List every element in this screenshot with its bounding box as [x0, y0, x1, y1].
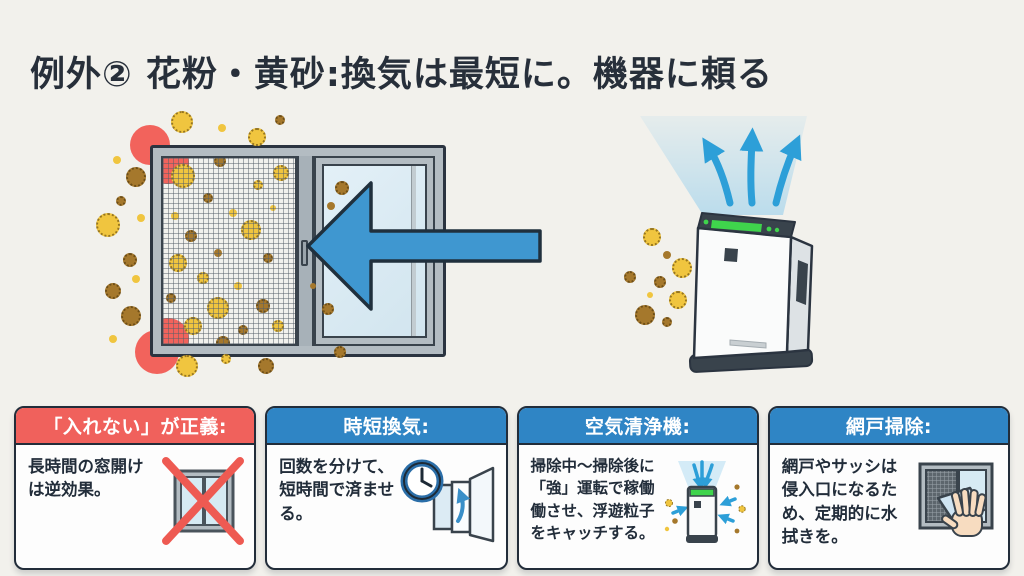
window-handle: [301, 239, 308, 266]
pollen-particle: [275, 115, 285, 125]
pollen-particle: [643, 228, 661, 246]
clean-air-arrows: [702, 127, 802, 207]
pollen-particle: [258, 358, 274, 374]
pollen-particle: [96, 213, 120, 237]
card-short-ventilation-text: 回数を分けて、短時間で済ませる。: [279, 457, 395, 523]
card-air-purifier-header: 空気清浄機:: [518, 408, 757, 445]
card-air-purifier: 空気清浄機: 掃除中〜掃除後に「強」運転で稼働働させ、浮遊粒子をキャッチする。: [516, 406, 759, 570]
pollen-particle: [218, 124, 226, 132]
pollen-particle: [647, 292, 653, 298]
pollen-particle: [105, 283, 121, 299]
purifier-handle: [796, 260, 808, 305]
page-title: 例外② 花粉・黄砂:換気は最短に。機器に頼る: [30, 55, 773, 95]
window-glass-frame: [314, 156, 435, 346]
card-no-entry: 「入れない」が正義: 長時間の窓開けは逆効果。: [14, 406, 257, 570]
window-sash-bar: [297, 156, 314, 346]
mini-air-purifier-icon: [664, 460, 746, 543]
window-mesh-screen: [161, 156, 297, 346]
card-air-purifier-text: 掃除中〜掃除後に「強」運転で稼働働させ、浮遊粒子をキャッチする。: [530, 457, 655, 543]
pollen-particle: [126, 167, 146, 187]
pollen-particle: [116, 196, 126, 206]
clean-air-glow: [640, 116, 807, 215]
card-screen-cleaning: 網戸掃除: 網戸やサッシは侵入口になるため、定期的に水拭きを。: [767, 406, 1010, 570]
pollen-particle: [132, 275, 140, 283]
pollen-particle: [624, 271, 636, 283]
pollen-particle: [654, 276, 666, 288]
card-short-ventilation-header: 時短換気:: [267, 408, 506, 445]
purifier-top-panel: [697, 212, 796, 238]
pollen-particle: [669, 291, 687, 309]
mesh-grid-pattern: [163, 158, 295, 344]
purifier-side-panel: [785, 235, 814, 354]
pollen-particle: [121, 306, 141, 326]
advice-cards-row: 「入れない」が正義: 長時間の窓開けは逆効果。 時短換気: 回数を分けて、短時間…: [14, 406, 1010, 570]
card-no-entry-header: 「入れない」が正義:: [16, 408, 255, 445]
pollen-particle: [123, 253, 137, 267]
mesh-wiping-hand-icon: [918, 462, 994, 537]
main-illustration: [0, 100, 1024, 405]
window-illustration: [150, 145, 446, 357]
window-glass: [322, 164, 427, 338]
card-short-ventilation: 時短換気: 回数を分けて、短時間で済ませる。: [265, 406, 508, 570]
clock-open-window-icon: [400, 459, 494, 543]
pollen-particle: [176, 355, 198, 377]
pollen-particle: [113, 156, 121, 164]
pollen-particle: [248, 128, 266, 146]
card-screen-cleaning-header: 網戸掃除:: [769, 408, 1008, 445]
pollen-particle: [662, 317, 672, 327]
pollen-particle: [137, 214, 145, 222]
glass-sash-line: [411, 166, 416, 336]
purifier-button: [724, 248, 738, 262]
purifier-base: [688, 348, 814, 373]
pollen-particle: [635, 305, 655, 325]
pollen-particle: [109, 335, 117, 343]
purifier-vent: [729, 339, 767, 349]
card-no-entry-text: 長時間の窓開けは逆効果。: [28, 457, 144, 500]
pollen-particle: [672, 258, 692, 278]
purifier-front: [692, 226, 793, 360]
air-purifier-icon: [640, 116, 814, 373]
pollen-particle: [663, 251, 671, 259]
card-screen-cleaning-text: 網戸やサッシは侵入口になるため、定期的に水拭きを。: [781, 457, 898, 547]
crossed-window-icon: [162, 457, 245, 545]
pollen-particle: [171, 111, 193, 133]
purifier-display: [711, 220, 762, 232]
